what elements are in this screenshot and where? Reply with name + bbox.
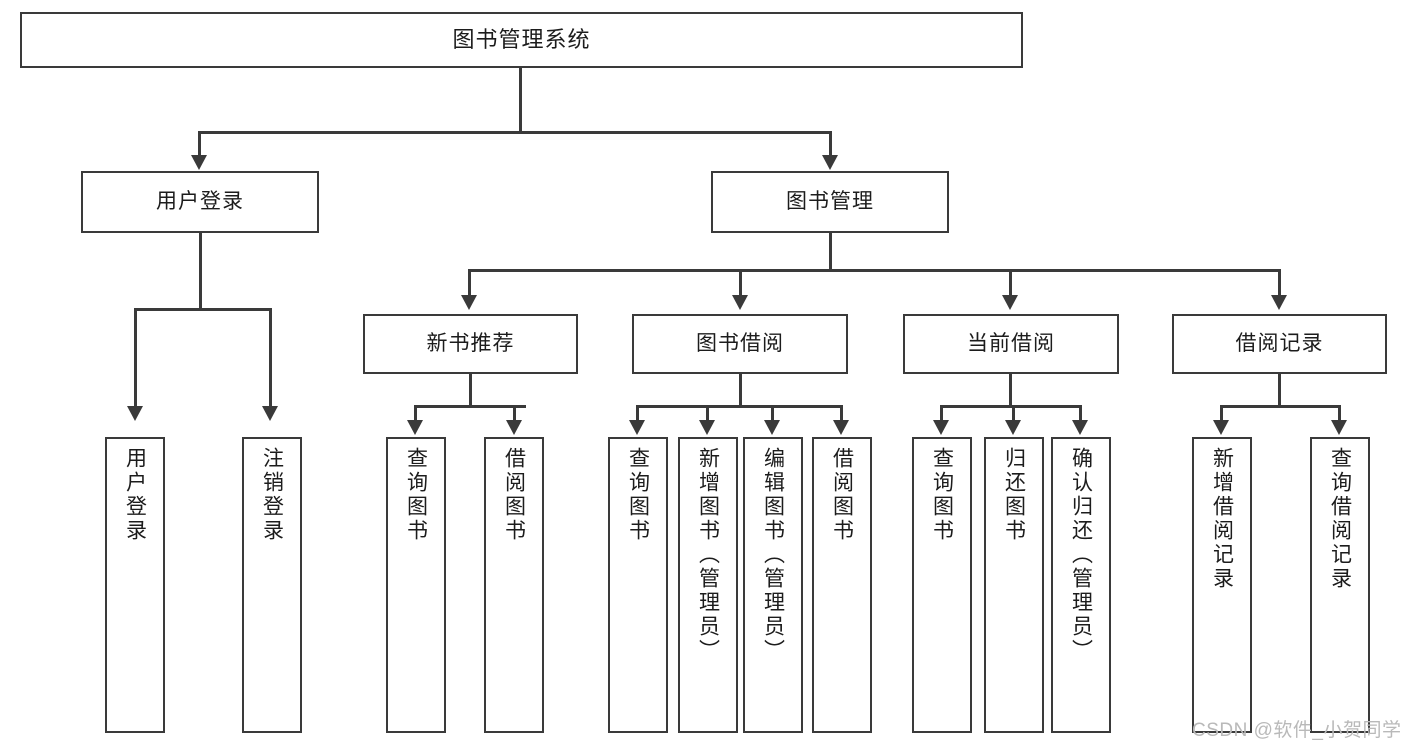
node-root-system[interactable]: 图书管理系统	[20, 12, 1023, 68]
connector-borrow-l4	[840, 405, 843, 423]
arrow-current-leaf-3	[1072, 420, 1088, 435]
connector-record-stem	[1278, 374, 1281, 408]
connector-root-to-book-management	[829, 131, 832, 156]
node-book-management-label: 图书管理	[786, 189, 874, 213]
node-book-borrow[interactable]: 图书借阅	[632, 314, 848, 374]
node-borrow-record[interactable]: 借阅记录	[1172, 314, 1387, 374]
leaf-edit-book-admin-label: 编辑图书（管理员）	[761, 447, 785, 663]
connector-record-l1	[1220, 405, 1223, 423]
arrow-recommend-leaf-2	[506, 420, 522, 435]
connector-recommend-stem	[469, 374, 472, 408]
leaf-confirm-return-admin-label: 确认归还（管理员）	[1069, 447, 1093, 663]
arrow-record-leaf-2	[1331, 420, 1347, 435]
arrow-bm-to-record	[1271, 295, 1287, 310]
arrow-record-leaf-1	[1213, 420, 1229, 435]
arrow-borrow-leaf-2	[699, 420, 715, 435]
connector-current-l1	[940, 405, 943, 423]
arrow-recommend-leaf-1	[407, 420, 423, 435]
node-book-management[interactable]: 图书管理	[711, 171, 949, 233]
leaf-user-login[interactable]: 用户登录	[105, 437, 165, 733]
arrow-current-leaf-2	[1005, 420, 1021, 435]
connector-book-management-bar	[468, 269, 1281, 272]
node-new-book-recommend-label: 新书推荐	[426, 331, 515, 355]
connector-borrow-l1	[636, 405, 639, 423]
node-borrow-record-label: 借阅记录	[1235, 331, 1324, 355]
leaf-borrow-book-recommend[interactable]: 借阅图书	[484, 437, 544, 733]
arrow-root-to-user-login	[191, 155, 207, 170]
connector-user-login-right	[269, 308, 272, 407]
connector-root-to-user-login	[198, 131, 201, 156]
arrow-borrow-leaf-4	[833, 420, 849, 435]
connector-recommend-l1	[414, 405, 417, 423]
connector-user-login-stem	[199, 233, 202, 310]
connector-bm-to-current	[1009, 269, 1012, 296]
connector-current-stem	[1009, 374, 1012, 408]
leaf-query-borrow-record[interactable]: 查询借阅记录	[1310, 437, 1370, 733]
leaf-query-book-recommend-label: 查询图书	[404, 447, 428, 543]
arrow-bm-to-borrow	[732, 295, 748, 310]
arrow-user-login-leaf-2	[262, 406, 278, 421]
node-user-login[interactable]: 用户登录	[81, 171, 319, 233]
leaf-return-book-label: 归还图书	[1002, 447, 1026, 543]
arrow-user-login-leaf-1	[127, 406, 143, 421]
leaf-user-login-label: 用户登录	[123, 447, 147, 543]
leaf-query-book-borrow[interactable]: 查询图书	[608, 437, 668, 733]
connector-root-stem	[519, 68, 522, 132]
arrow-current-leaf-1	[933, 420, 949, 435]
leaf-edit-book-admin[interactable]: 编辑图书（管理员）	[743, 437, 803, 733]
connector-borrow-bar	[636, 405, 842, 408]
arrow-root-to-book-management	[822, 155, 838, 170]
connector-recommend-bar	[414, 405, 526, 408]
connector-borrow-l3	[771, 405, 774, 423]
connector-borrow-stem	[739, 374, 742, 408]
node-root-label: 图书管理系统	[452, 27, 591, 53]
connector-book-management-stem	[829, 233, 832, 271]
arrow-bm-to-current	[1002, 295, 1018, 310]
connector-record-l2	[1338, 405, 1341, 423]
connector-current-bar	[940, 405, 1082, 408]
leaf-add-borrow-record-label: 新增借阅记录	[1210, 447, 1234, 591]
leaf-borrow-book-recommend-label: 借阅图书	[502, 447, 526, 543]
leaf-query-book-current-label: 查询图书	[930, 447, 954, 543]
leaf-query-book-current[interactable]: 查询图书	[912, 437, 972, 733]
leaf-query-borrow-record-label: 查询借阅记录	[1328, 447, 1352, 591]
node-current-borrow-label: 当前借阅	[967, 331, 1055, 355]
leaf-borrow-book[interactable]: 借阅图书	[812, 437, 872, 733]
node-book-borrow-label: 图书借阅	[696, 331, 784, 355]
connector-current-l2	[1012, 405, 1015, 423]
node-current-borrow[interactable]: 当前借阅	[903, 314, 1119, 374]
leaf-logout[interactable]: 注销登录	[242, 437, 302, 733]
node-new-book-recommend[interactable]: 新书推荐	[363, 314, 578, 374]
leaf-add-book-admin-label: 新增图书（管理员）	[696, 447, 720, 663]
connector-borrow-l2	[706, 405, 709, 423]
arrow-borrow-leaf-3	[764, 420, 780, 435]
leaf-query-book-borrow-label: 查询图书	[626, 447, 650, 543]
connector-record-bar	[1220, 405, 1340, 408]
connector-recommend-l2	[513, 405, 516, 423]
node-user-login-label: 用户登录	[156, 189, 244, 213]
leaf-add-borrow-record[interactable]: 新增借阅记录	[1192, 437, 1252, 733]
leaf-logout-label: 注销登录	[260, 447, 284, 543]
arrow-bm-to-recommend	[461, 295, 477, 310]
leaf-return-book[interactable]: 归还图书	[984, 437, 1044, 733]
connector-bm-to-borrow	[739, 269, 742, 296]
arrow-borrow-leaf-1	[629, 420, 645, 435]
connector-user-login-left	[134, 308, 137, 407]
connector-bm-to-recommend	[468, 269, 471, 296]
leaf-query-book-recommend[interactable]: 查询图书	[386, 437, 446, 733]
connector-current-l3	[1079, 405, 1082, 423]
leaf-confirm-return-admin[interactable]: 确认归还（管理员）	[1051, 437, 1111, 733]
connector-root-bar	[198, 131, 832, 134]
connector-bm-to-record	[1278, 269, 1281, 296]
leaf-add-book-admin[interactable]: 新增图书（管理员）	[678, 437, 738, 733]
connector-user-login-bar	[134, 308, 272, 311]
leaf-borrow-book-label: 借阅图书	[830, 447, 854, 543]
